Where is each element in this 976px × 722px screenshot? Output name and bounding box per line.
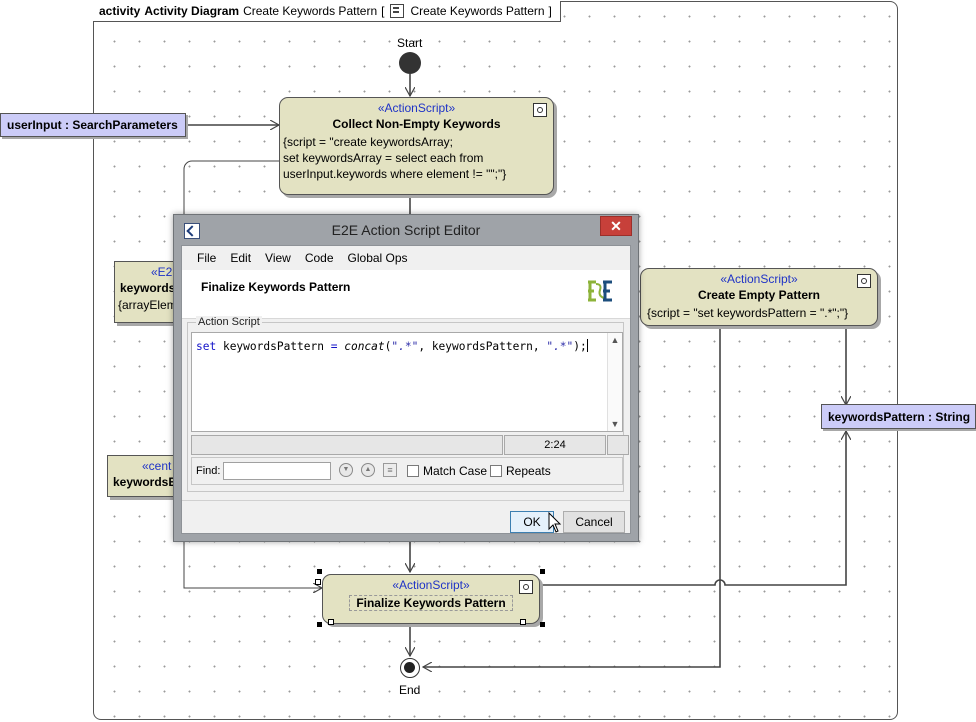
code-editor[interactable]: set keywordsPattern = concat(".*", keywo… (191, 332, 623, 432)
connection-handle[interactable] (520, 619, 526, 625)
find-previous-icon[interactable]: ▲ (361, 463, 375, 477)
action-finalize-keywords-pattern[interactable]: «ActionScript» Finalize Keywords Pattern (322, 574, 540, 624)
match-case-checkbox[interactable] (407, 465, 419, 477)
menu-view[interactable]: View (265, 251, 291, 265)
code-close: ); (573, 340, 587, 353)
final-node[interactable] (400, 658, 420, 678)
repeats-checkbox[interactable] (490, 465, 502, 477)
scroll-down-icon[interactable]: ▼ (610, 419, 620, 429)
mouse-cursor-icon (548, 512, 562, 533)
selection-handle[interactable] (540, 622, 545, 627)
selection-handle[interactable] (540, 569, 545, 574)
scroll-up-icon[interactable]: ▲ (610, 335, 620, 345)
stereotype-label: «ActionScript» (377, 101, 456, 115)
script-line: set keywordsArray = select each from (283, 151, 484, 165)
code-operator: = (330, 340, 338, 353)
close-icon[interactable]: ✕ (600, 216, 632, 236)
flow-loop-to-finalize (183, 542, 322, 588)
code-paren: ( (384, 340, 392, 353)
code-function: concat (337, 340, 385, 353)
vertical-scrollbar[interactable]: ▲ ▼ (607, 333, 622, 431)
action-name: Create Empty Pattern (697, 288, 821, 302)
action-script-body: {arrayElem (118, 298, 177, 312)
menu-code[interactable]: Code (304, 251, 334, 265)
frame-bracket-close: ] (548, 4, 552, 18)
status-mode-cell (607, 435, 629, 455)
menu-file[interactable]: File (197, 251, 217, 265)
code-args: , keywordsPattern, (418, 340, 547, 353)
script-line: userInput.keywords where element != "";"… (283, 167, 507, 181)
flow-finalize-to-pattern (540, 431, 846, 586)
frame-name: Create Keywords Pattern (243, 4, 378, 18)
code-keyword: set (196, 340, 217, 353)
action-name: keywordsE (113, 475, 177, 489)
gear-icon[interactable] (533, 103, 547, 117)
action-partial-upper[interactable]: «E2 keywords {arrayElem (114, 261, 184, 323)
code-string: ".*" (546, 340, 574, 353)
initial-node[interactable] (399, 52, 421, 74)
stereotype-label: «ActionScript» (392, 578, 470, 592)
dialog-title: E2E Action Script Editor (331, 222, 481, 238)
object-keywords-pattern[interactable]: keywordsPattern : String (821, 404, 976, 429)
flow-collect-loop (183, 160, 280, 260)
action-name: Collect Non-Empty Keywords (332, 117, 501, 131)
dialog-divider (182, 500, 630, 501)
cancel-button[interactable]: Cancel (563, 511, 625, 533)
repeats-label: Repeats (506, 464, 551, 478)
frame-bracket-open: [ (381, 4, 385, 18)
group-label: Action Script (196, 316, 262, 328)
code-string: ".*" (391, 340, 419, 353)
text-caret (586, 339, 588, 352)
action-script-body: {script = "set keywordsPattern = ".*";"} (647, 306, 849, 320)
frame-kind: activity (99, 4, 141, 18)
gear-icon[interactable] (857, 274, 871, 288)
find-bar: Find: ▼ ▲ ≡ Match Case Repeats (191, 457, 623, 485)
selection-handle[interactable] (317, 569, 322, 574)
find-next-icon[interactable]: ▼ (339, 463, 353, 477)
editor-status-bar: 2:24 (191, 435, 629, 455)
diagram-icon (390, 4, 405, 18)
stereotype-label: «E2 (151, 265, 173, 279)
menu-edit[interactable]: Edit (230, 251, 252, 265)
header-title: Finalize Keywords Pattern (201, 280, 351, 294)
dialog-body: File Edit View Code Global Ops Finalize … (181, 245, 631, 534)
match-case-label: Match Case (423, 464, 488, 478)
e2e-logo-icon (588, 280, 612, 302)
find-input[interactable] (223, 462, 331, 480)
flow-empty-to-end (423, 327, 721, 667)
status-message-cell (191, 435, 503, 455)
code-line[interactable]: set keywordsPattern = concat(".*", keywo… (196, 339, 588, 353)
dialog-header: Finalize Keywords Pattern (182, 270, 630, 319)
start-label: Start (397, 36, 423, 50)
diagram-frame-tab[interactable]: activity Activity Diagram Create Keyword… (93, 1, 561, 22)
cursor-position: 2:24 (504, 435, 606, 455)
connection-handle[interactable] (315, 579, 321, 585)
menu-bar: File Edit View Code Global Ops (182, 246, 630, 270)
action-name: Finalize Keywords Pattern (349, 595, 513, 611)
connection-handle[interactable] (328, 619, 334, 625)
action-name: keywords (120, 281, 176, 295)
script-line: {script = "create keywordsArray; (283, 135, 453, 149)
gear-icon[interactable] (519, 580, 533, 594)
end-label: End (399, 683, 421, 697)
menu-global-ops[interactable]: Global Ops (347, 251, 408, 265)
frame-link-name[interactable]: Create Keywords Pattern (410, 4, 545, 18)
object-user-input[interactable]: userInput : SearchParameters (0, 113, 186, 137)
find-label: Find: (196, 465, 221, 477)
action-collect-keywords[interactable]: «ActionScript» Collect Non-Empty Keyword… (279, 97, 554, 195)
selection-handle[interactable] (317, 622, 322, 627)
editor-app-icon (184, 223, 200, 239)
action-script-body: {script = "create keywordsArray; set key… (283, 134, 553, 182)
action-script-editor-dialog: E2E Action Script Editor ✕ File Edit Vie… (173, 214, 639, 542)
action-create-empty-pattern[interactable]: «ActionScript» Create Empty Pattern {scr… (640, 268, 878, 326)
stereotype-label: «ActionScript» (720, 272, 798, 286)
action-partial-lower[interactable]: «cent keywordsE (107, 455, 184, 497)
code-variable: keywordsPattern (216, 340, 331, 353)
action-script-group: Action Script set keywordsPattern = conc… (187, 316, 629, 492)
stereotype-label: «cent (142, 459, 172, 473)
frame-type: Activity Diagram (144, 4, 240, 18)
find-all-icon[interactable]: ≡ (383, 463, 397, 477)
